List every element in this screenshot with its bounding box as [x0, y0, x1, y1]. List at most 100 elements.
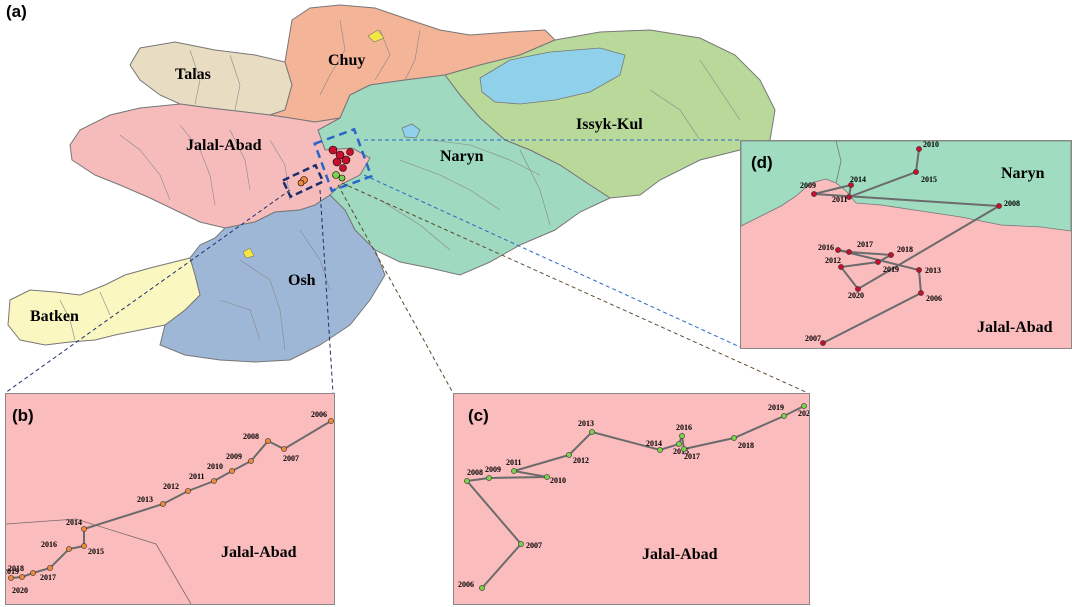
inset_d-year-label-2018: 2018 [897, 245, 913, 254]
region-label-issyk-kul: Issyk-Kul [576, 116, 643, 133]
inset_c-year-label-2009: 2009 [485, 465, 501, 474]
inset_b-point-2011 [211, 478, 217, 484]
inset_d-year-label-2012: 2012 [825, 256, 841, 265]
inset_b-point-2015 [81, 543, 87, 549]
inset_c-point-2007 [518, 541, 524, 547]
inset_d-point-2009 [811, 191, 817, 197]
inset_c-year-label-2008: 2008 [467, 468, 483, 477]
inset-d-naryn-label: Naryn [1001, 165, 1045, 182]
inset_c-year-label-2012: 2012 [573, 456, 589, 465]
inset_d-point-2012 [838, 264, 844, 270]
inset_d-year-label-2014: 2014 [850, 175, 866, 184]
region-label-chuy: Chuy [328, 52, 366, 69]
inset_b-year-label-2012: 2012 [163, 482, 179, 491]
inset_b-point-2010 [229, 468, 235, 474]
region-label-talas: Talas [175, 66, 211, 83]
inset-d-naryn-area [741, 141, 1071, 232]
inset_b-year-label-2007: 2007 [283, 454, 299, 463]
inset_d-year-label-2009: 2009 [800, 181, 816, 190]
inset_b-point-2007 [281, 446, 287, 452]
inset_c-point-2012 [566, 452, 572, 458]
inset_c-point-2009 [486, 475, 492, 481]
inset_b-year-label-2017: 2017 [40, 573, 56, 582]
lake-issyk-kul [479, 47, 626, 105]
inset_c-point-2014 [657, 447, 663, 453]
inset-d-jalal-abad-label: Jalal-Abad [977, 319, 1053, 336]
inset_b-point-2018 [30, 570, 36, 576]
inset_d-point-2016 [835, 247, 841, 253]
inset_b-year-label-2010: 2010 [207, 462, 223, 471]
inset_b-point-2016 [66, 546, 72, 552]
inset_d-point-2018 [888, 252, 894, 258]
box-d [313, 127, 373, 193]
inset-b-plot: 2006200720082009201020112012201320142015… [6, 410, 334, 604]
lake-chuy [367, 29, 385, 43]
inset_c-year-label-2013: 2013 [578, 419, 594, 428]
connector-lines [4, 139, 809, 394]
inset_c-year-label-2017: 2017 [684, 452, 700, 461]
panel-label-a: (a) [6, 2, 27, 21]
panel-label-c: (c) [468, 406, 489, 425]
inset_b-point-2013 [160, 501, 166, 507]
inset_b-year-label-2009: 2009 [226, 452, 242, 461]
inset_d-point-2006 [918, 290, 924, 296]
region-jalal-abad [69, 103, 371, 229]
inset_d-point-2007 [820, 340, 826, 346]
inset_c-point-2020 [801, 403, 807, 409]
district-borders [59, 19, 741, 351]
inset_c-point-2019 [781, 413, 787, 419]
panel-label-b: (b) [12, 406, 34, 425]
study-markers [297, 145, 354, 187]
inset_d-point-2013 [916, 267, 922, 273]
inset_c-track-line [465, 405, 805, 589]
inset_c-year-label-2015: 2015 [673, 447, 689, 456]
inset_d-year-label-2007: 2007 [805, 334, 821, 343]
inset_d-year-label-2010: 2010 [923, 141, 939, 149]
inset-b-region-label: Jalal-Abad [221, 544, 297, 561]
inset_c-point-2010 [544, 474, 550, 480]
inset_c-year-label-2007: 2007 [526, 541, 542, 550]
box-b [281, 163, 325, 199]
region-label-naryn: Naryn [440, 148, 484, 165]
inset_d-year-label-2016: 2016 [818, 243, 834, 252]
inset_b-year-label-2020: 2020 [12, 586, 28, 595]
lake-naryn [401, 123, 421, 139]
inset_d-year-label-2019: 2019 [883, 265, 899, 274]
inset_c-year-label-2011: 2011 [506, 458, 522, 467]
inset_b-point-2014 [81, 526, 87, 532]
inset-c-region-label: Jalal-Abad [642, 546, 718, 563]
inset_d-year-label-2015: 2015 [921, 175, 937, 184]
inset_b-point-2020 [8, 575, 14, 581]
inset_c-year-label-2020: 2020 [798, 409, 809, 418]
inset_b-year-label-2013: 2013 [137, 495, 153, 504]
inset_d-point-2017 [846, 249, 852, 255]
inset_d-point-2010 [916, 146, 922, 152]
inset_c-year-label-2010: 2010 [550, 476, 566, 485]
inset_d-year-label-2020: 2020 [848, 291, 864, 300]
region-label-osh: Osh [288, 272, 316, 289]
inset_b-year-label-2016: 2016 [41, 540, 57, 549]
inset_c-point-2008 [464, 478, 470, 484]
region-talas [129, 41, 293, 116]
inset_d-year-label-2011: 2011 [832, 195, 848, 204]
region-label-jalal-abad: Jalal-Abad [186, 137, 262, 154]
inset_d-year-label-2008: 2008 [1004, 199, 1020, 208]
inset_c-point-2006 [479, 585, 485, 591]
inset_d-year-label-2017: 2017 [857, 240, 873, 249]
inset_b-year-label-2008: 2008 [243, 432, 259, 441]
inset_d-point-2011 [846, 194, 852, 200]
inset_d-point-2020 [855, 286, 861, 292]
lake-osh [242, 247, 255, 259]
inset_d-point-2008 [996, 203, 1002, 209]
inset_b-point-2009 [248, 458, 254, 464]
inset_b-year-label-2015: 2015 [88, 547, 104, 556]
inset_b-point-2017 [47, 565, 53, 571]
inset_b-point-2019 [19, 574, 25, 580]
